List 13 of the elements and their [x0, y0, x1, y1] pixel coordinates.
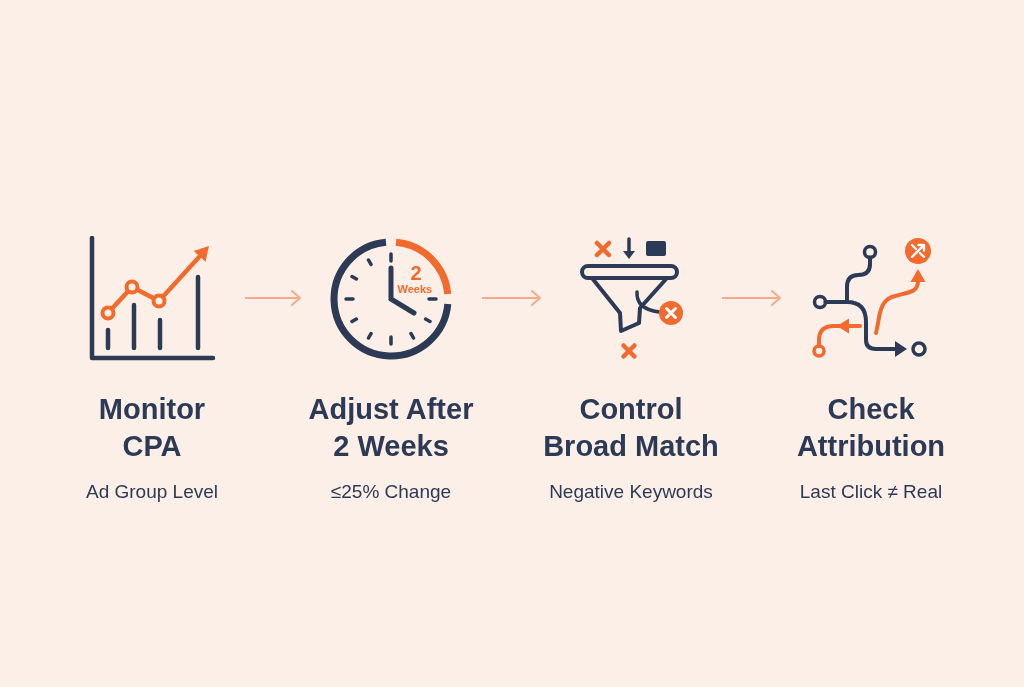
clock-number: 2 [410, 262, 422, 284]
arrow [481, 290, 541, 306]
arrow [721, 290, 781, 306]
step-title: Monitor CPA [97, 392, 207, 464]
step-title: Check Attribution [795, 392, 947, 464]
step-subtitle: Negative Keywords [548, 480, 714, 504]
step-title: Adjust After 2 Weeks [307, 392, 475, 464]
step-subtitle: Ad Group Level [85, 480, 219, 504]
clock-unit: Weeks [397, 283, 433, 295]
step-subtitle: Last Click ≠ Real [798, 480, 944, 504]
step-subtitle: ≤25% Change [329, 480, 453, 504]
arrow [244, 290, 301, 306]
step-title: Control Broad Match [542, 392, 720, 464]
